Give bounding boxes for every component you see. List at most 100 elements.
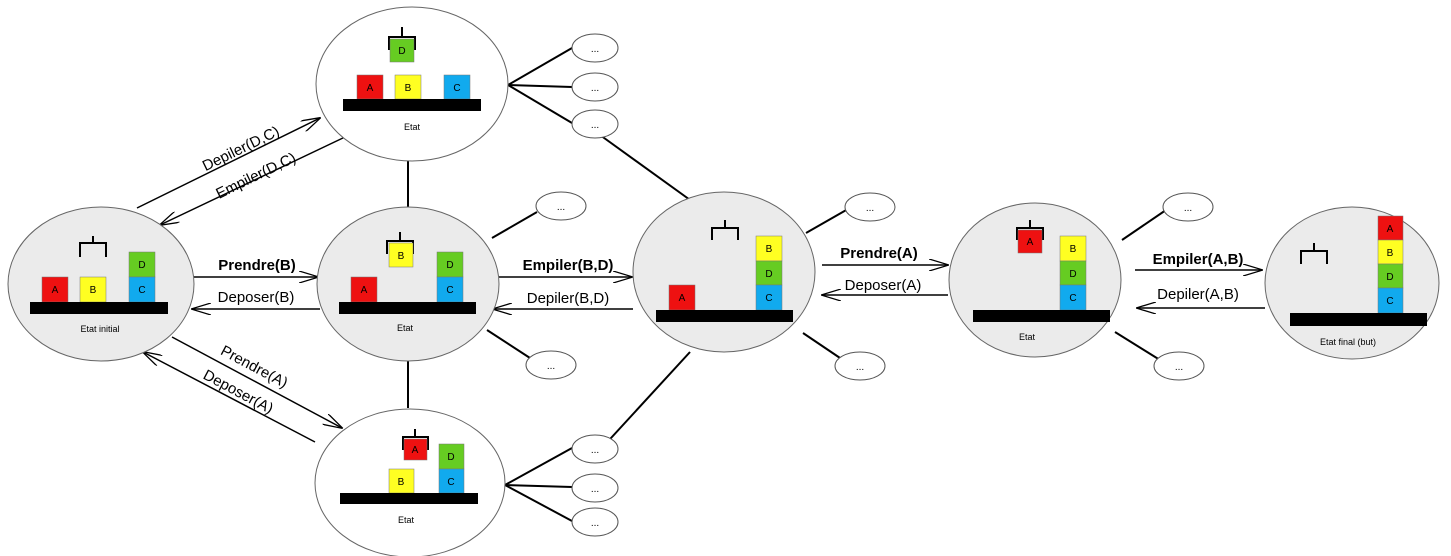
more-ellipse: ... — [571, 507, 619, 537]
more-label: ... — [547, 361, 555, 372]
block-b-label: B — [766, 244, 773, 255]
block-d-label: D — [1386, 272, 1393, 283]
block-b-label: B — [405, 83, 412, 94]
more-label: ... — [591, 83, 599, 94]
block-d: D — [389, 38, 415, 63]
table — [1290, 313, 1427, 326]
more-label: ... — [1184, 203, 1192, 214]
more-ellipse: ... — [525, 350, 577, 380]
block-a: A — [350, 276, 378, 303]
block-b-label: B — [90, 285, 97, 296]
more-ellipse: ... — [571, 473, 619, 503]
block-d: D — [128, 251, 156, 278]
block-d: D — [1059, 260, 1087, 286]
block-c: C — [755, 284, 783, 311]
block-a-label: A — [52, 285, 59, 296]
block-a-label: A — [679, 293, 686, 304]
block-a: A — [41, 276, 69, 303]
block-b: B — [1377, 239, 1404, 265]
block-a-label: A — [361, 285, 368, 296]
edge-top-more1 — [507, 47, 573, 86]
block-d: D — [755, 260, 783, 286]
block-a: A — [668, 284, 696, 311]
block-c-label: C — [138, 285, 145, 296]
block-c-label: C — [446, 285, 453, 296]
arrow-depiler-dc — [136, 118, 320, 209]
block-c-label: C — [1386, 296, 1393, 307]
block-a: A — [403, 438, 428, 461]
block-b: B — [388, 468, 415, 494]
block-b: B — [79, 276, 107, 303]
block-d-label: D — [1069, 269, 1076, 280]
state-center: B D C A — [632, 191, 816, 353]
block-a-label: A — [367, 83, 374, 94]
state-goal: A B D C Etat final (but) — [1264, 206, 1440, 360]
state-label: Etat final (but) — [1320, 337, 1376, 347]
edge-top-more3 — [507, 84, 573, 124]
gripper-icon — [388, 27, 416, 50]
label-empiler-ab: Empiler(A,B) — [1153, 251, 1244, 268]
block-b: B — [394, 74, 422, 100]
block-b-label: B — [398, 477, 405, 488]
block-c-label: C — [765, 293, 772, 304]
connectors — [407, 47, 1167, 522]
block-d: D — [438, 443, 465, 470]
more-ellipse: ... — [844, 192, 896, 222]
more-ellipse: ... — [535, 191, 587, 221]
more-label: ... — [591, 445, 599, 456]
more-ellipse: ... — [1153, 351, 1205, 381]
block-b: B — [1059, 235, 1087, 262]
block-b-label: B — [1070, 244, 1077, 255]
block-c: C — [1377, 287, 1404, 314]
block-c: C — [1059, 284, 1087, 311]
block-d-label: D — [447, 452, 454, 463]
edge-bottom-more2 — [504, 484, 573, 488]
block-d-label: D — [138, 260, 145, 271]
more-label: ... — [591, 120, 599, 131]
state-label: Etat — [404, 122, 421, 132]
more-ellipse: ... — [1162, 192, 1214, 222]
edge-mid-more-down — [486, 329, 531, 359]
state-label: Etat — [1019, 332, 1036, 342]
more-ellipse: ... — [571, 109, 619, 139]
edge-mid-more-up — [491, 211, 538, 239]
block-b: B — [388, 242, 414, 268]
block-c: C — [438, 468, 465, 494]
edge-bottom-more3 — [504, 484, 573, 522]
label-deposer-b: Deposer(B) — [218, 289, 295, 306]
block-b: B — [755, 235, 783, 262]
state-label: Etat initial — [80, 324, 119, 334]
more-label: ... — [557, 202, 565, 213]
edge-center-more-down — [802, 332, 844, 361]
label-depiler-ab: Depiler(A,B) — [1157, 286, 1239, 303]
gripper-icon — [711, 220, 739, 240]
block-b-label: B — [398, 251, 405, 262]
edge-center-more-up — [805, 208, 849, 234]
more-label: ... — [866, 203, 874, 214]
edge-bottom-more1 — [504, 447, 573, 486]
state-label: Etat — [398, 515, 415, 525]
block-c-label: C — [447, 477, 454, 488]
block-d: D — [1377, 263, 1404, 289]
table — [30, 302, 168, 314]
edge-right-more-down — [1114, 331, 1161, 361]
more-ellipse: ... — [571, 72, 619, 102]
edge-right-more-up — [1121, 209, 1167, 241]
state-top: D A B C Etat — [315, 6, 509, 162]
table — [343, 99, 481, 111]
label-prendre-b: Prendre(B) — [218, 257, 296, 274]
table — [656, 310, 793, 322]
state-middle: B D C A Etat — [316, 206, 500, 362]
more-states: ... ... ... ... ... ... ... ... ... ... … — [525, 33, 1214, 537]
gripper-icon — [1300, 243, 1328, 264]
more-label: ... — [856, 362, 864, 373]
label-depiler-bd: Depiler(B,D) — [527, 290, 610, 307]
table — [340, 493, 478, 504]
arrow-empiler-dc — [160, 136, 346, 225]
block-c: C — [436, 276, 464, 303]
more-ellipse: ... — [834, 351, 886, 381]
table — [973, 310, 1110, 322]
gripper-icon — [79, 236, 107, 257]
block-d-label: D — [765, 269, 772, 280]
